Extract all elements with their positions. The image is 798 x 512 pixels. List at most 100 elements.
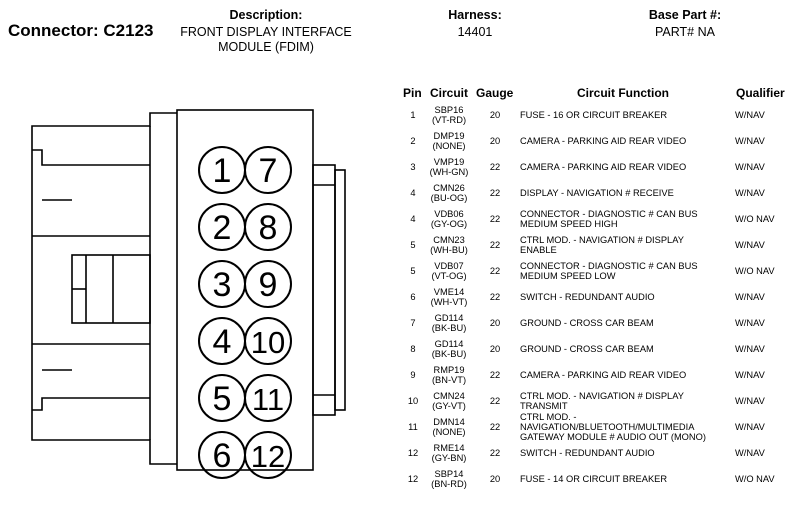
wire-color: (NONE) (432, 427, 466, 437)
function-text: DISPLAY - NAVIGATION # RECEIVE (520, 188, 674, 198)
pin-cell: 10 (407, 396, 419, 406)
circuit-cell: GD114(BK-BU) (424, 336, 474, 362)
pin-cell: 4 (410, 188, 416, 198)
qualifier-cell: W/O NAV (735, 474, 775, 484)
circuit-cell: RME14(GY-BN) (424, 440, 474, 466)
base-part-label: Base Part #: (648, 8, 722, 22)
pin-number-6: 6 (213, 437, 232, 475)
qualifier-cell: W/O NAV (735, 266, 775, 276)
circuit-cell: VMP19(WH-GN) (424, 154, 474, 180)
circuit-id: VDB06 (434, 209, 464, 219)
gauge-cell: 20 (489, 136, 501, 146)
circuit-id: DMP19 (433, 131, 465, 141)
function-text: SWITCH - REDUNDANT AUDIO (520, 448, 655, 458)
gauge-cell: 22 (489, 370, 501, 380)
circuit-cell: CMN24(GY-VT) (424, 388, 474, 414)
qualifier-cell: W/NAV (735, 136, 765, 146)
gauge-cell: 20 (489, 318, 501, 328)
function-cell: DISPLAY - NAVIGATION # RECEIVE (520, 180, 725, 206)
wire-color: (VT-RD) (431, 115, 467, 125)
function-cell: GROUND - CROSS CAR BEAM (520, 336, 725, 362)
qualifier-cell: W/NAV (735, 110, 765, 120)
connector-title: Connector: C2123 (8, 21, 154, 40)
pin-cavity-8 (244, 203, 292, 251)
circuit-id: DMN14 (433, 417, 465, 427)
pin-cell: 12 (407, 448, 419, 458)
pin-cavity-11 (244, 374, 292, 422)
gauge-cell: 20 (489, 110, 501, 120)
function-cell: FUSE - 14 OR CIRCUIT BREAKER (520, 466, 725, 492)
gauge-cell: 22 (489, 266, 501, 276)
qualifier-cell: W/NAV (735, 240, 765, 250)
function-cell: GROUND - CROSS CAR BEAM (520, 310, 725, 336)
function-cell: SWITCH - REDUNDANT AUDIO (520, 440, 725, 466)
gauge-cell: 22 (489, 396, 501, 406)
gauge-cell: 20 (489, 344, 501, 354)
circuit-cell: VME14(WH-VT) (424, 284, 474, 310)
pin-number-4: 4 (213, 323, 232, 361)
gauge-cell: 22 (489, 292, 501, 302)
circuit-id: SBP14 (434, 469, 464, 479)
harness-label: Harness: (448, 8, 502, 22)
qualifier-cell: W/NAV (735, 162, 765, 172)
pin-number-12: 12 (251, 439, 285, 474)
qualifier-cell: W/O NAV (735, 214, 775, 224)
pin-number-9: 9 (259, 266, 278, 304)
col-header-pin: Pin (403, 86, 422, 100)
pin-cell: 3 (410, 162, 416, 172)
qualifier-cell: W/NAV (735, 188, 765, 198)
pin-cell: 9 (410, 370, 416, 380)
circuit-cell: VDB07(VT-OG) (424, 258, 474, 284)
pin-cavity-12 (244, 431, 292, 479)
circuit-id: CMN23 (433, 235, 465, 245)
pin-cell: 4 (410, 214, 416, 224)
function-cell: FUSE - 16 OR CIRCUIT BREAKER (520, 102, 725, 128)
pin-number-2: 2 (213, 209, 232, 247)
wire-color: (WH-BU) (430, 245, 468, 255)
circuit-id: GD114 (434, 313, 464, 323)
table-row: 4 VDB06(GY-OG) 22 CONNECTOR - DIAGNOSTIC # … (400, 206, 798, 232)
circuit-cell: VDB06(GY-OG) (424, 206, 474, 232)
wire-color: (BN-RD) (431, 479, 467, 489)
circuit-id: CMN26 (433, 183, 465, 193)
gauge-cell: 22 (489, 422, 501, 432)
wire-color: (BU-OG) (430, 193, 468, 203)
pin-number-3: 3 (213, 266, 232, 304)
circuit-id: VDB07 (434, 261, 464, 271)
col-header-function: Circuit Function (577, 86, 669, 100)
gauge-cell: 22 (489, 240, 501, 250)
pin-cell: 2 (410, 136, 416, 146)
qualifier-cell: W/NAV (735, 422, 765, 432)
wire-color: (WH-VT) (430, 297, 468, 307)
table-row: 10 CMN24(GY-VT) 22 CTRL MOD. - NAVIGATION #… (400, 388, 798, 414)
gauge-cell: 22 (489, 214, 501, 224)
wire-color: (GY-BN) (431, 453, 467, 463)
pin-cell: 5 (410, 240, 416, 250)
gauge-cell: 20 (489, 474, 501, 484)
wire-color: (GY-OG) (430, 219, 468, 229)
circuit-cell: GD114(BK-BU) (424, 310, 474, 336)
pin-cell: 11 (408, 422, 418, 432)
circuit-id: VMP19 (433, 157, 465, 167)
wire-color: (VT-OG) (431, 271, 467, 281)
wire-color: (GY-VT) (432, 401, 466, 411)
description-line-2: MODULE (FDIM) (218, 40, 314, 54)
function-text: GROUND - CROSS CAR BEAM (520, 344, 654, 354)
circuit-cell: SBP16(VT-RD) (424, 102, 474, 128)
circuit-cell: CMN26(BU-OG) (424, 180, 474, 206)
harness-value: 14401 (457, 25, 493, 39)
qualifier-cell: W/NAV (735, 344, 765, 354)
qualifier-cell: W/NAV (735, 448, 765, 458)
